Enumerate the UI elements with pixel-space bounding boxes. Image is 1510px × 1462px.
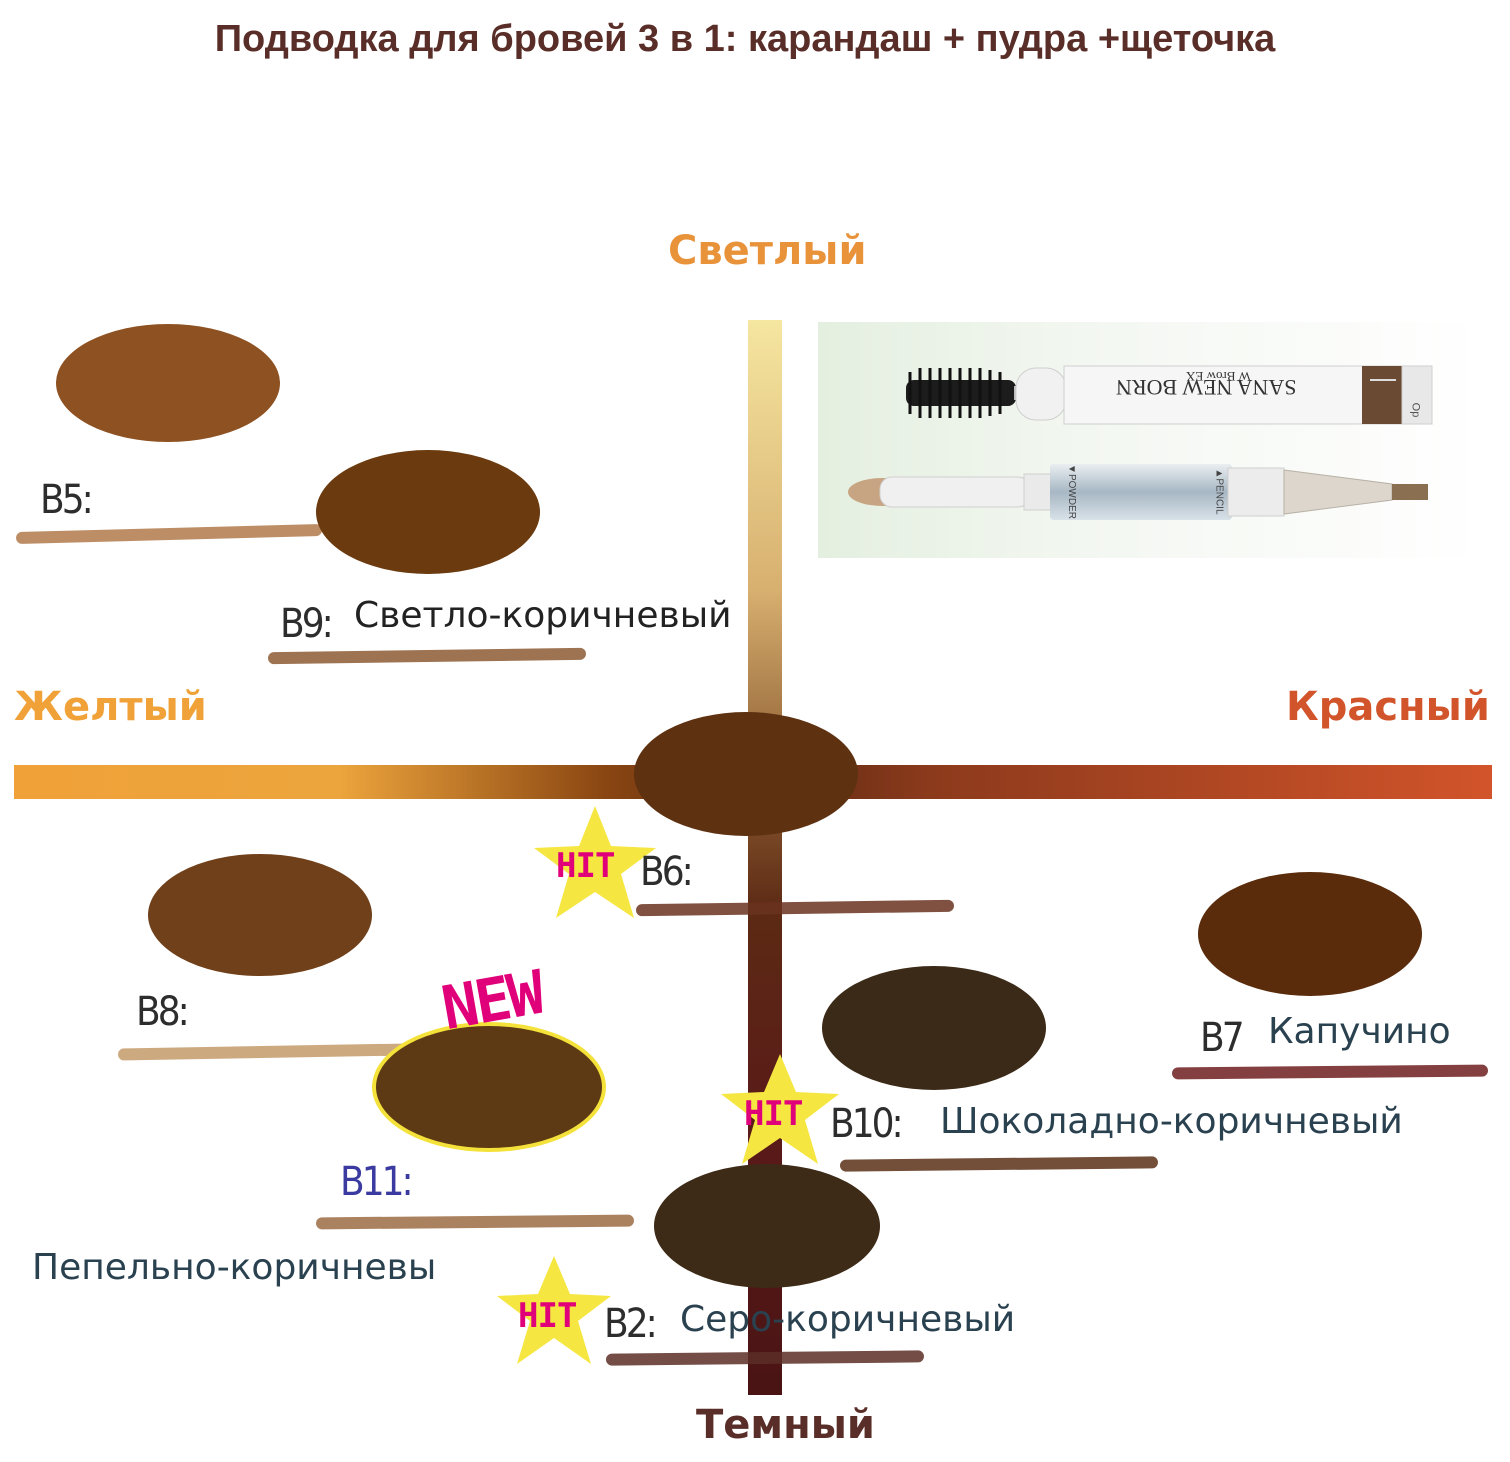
shade-name-b7: Капучино	[1268, 1011, 1451, 1052]
shade-code-b11: B11:	[340, 1159, 414, 1205]
shade-name-b9: Светло-коричневый	[354, 595, 732, 636]
powder-label: ▼POWDER	[1065, 464, 1077, 519]
shade-name-b11: Пепельно-коричневы	[32, 1247, 437, 1288]
swatch-b7	[1198, 872, 1422, 996]
shade-code-b8: B8:	[136, 989, 190, 1035]
shade-code-b6: B6:	[640, 849, 694, 895]
model-text: W Brow EX	[1186, 369, 1251, 384]
swatch-b5	[56, 324, 280, 442]
shade-code-b9: B9:	[280, 601, 334, 647]
shade-code-b2: B2:	[604, 1301, 658, 1347]
axis-label-yellow: Желтый	[14, 684, 207, 730]
axis-label-light: Светлый	[668, 228, 867, 274]
axis-label-red: Красный	[1286, 684, 1490, 730]
shade-code-b7: B7	[1200, 1015, 1245, 1061]
product-image: SANA NEW BORN W Brow EX Op ▼POWDER ▲PENC…	[818, 322, 1484, 558]
shade-name-b10: Шоколадно-коричневый	[940, 1101, 1403, 1142]
cap-text: Op	[1409, 402, 1422, 418]
swatch-b9	[316, 450, 540, 574]
hit-star-icon	[497, 1256, 611, 1364]
shade-code-b5: B5:	[40, 477, 94, 523]
hit-badge-b2: HIT	[518, 1296, 577, 1336]
spoolie-brush-icon	[906, 368, 1028, 418]
hit-star-icon	[534, 806, 656, 918]
hit-star-icon	[721, 1054, 839, 1164]
shade-code-b10: B10:	[830, 1101, 904, 1147]
hit-badge-b6: HIT	[556, 846, 615, 886]
hit-badge-b10: HIT	[744, 1094, 803, 1134]
swatch-b2	[654, 1164, 880, 1288]
swatch-b10	[822, 966, 1046, 1090]
brow-pencil-illustration	[848, 365, 1433, 520]
swatch-b11	[376, 1026, 602, 1148]
axis-label-dark: Темный	[696, 1402, 875, 1448]
shade-name-b2: Серо-коричневый	[680, 1299, 1016, 1340]
page-title: Подводка для бровей 3 в 1: карандаш + пу…	[214, 18, 1276, 60]
swatch-b6	[634, 712, 858, 836]
pencil-label: ▲PENCIL	[1213, 468, 1225, 515]
swatch-b8	[148, 854, 372, 976]
